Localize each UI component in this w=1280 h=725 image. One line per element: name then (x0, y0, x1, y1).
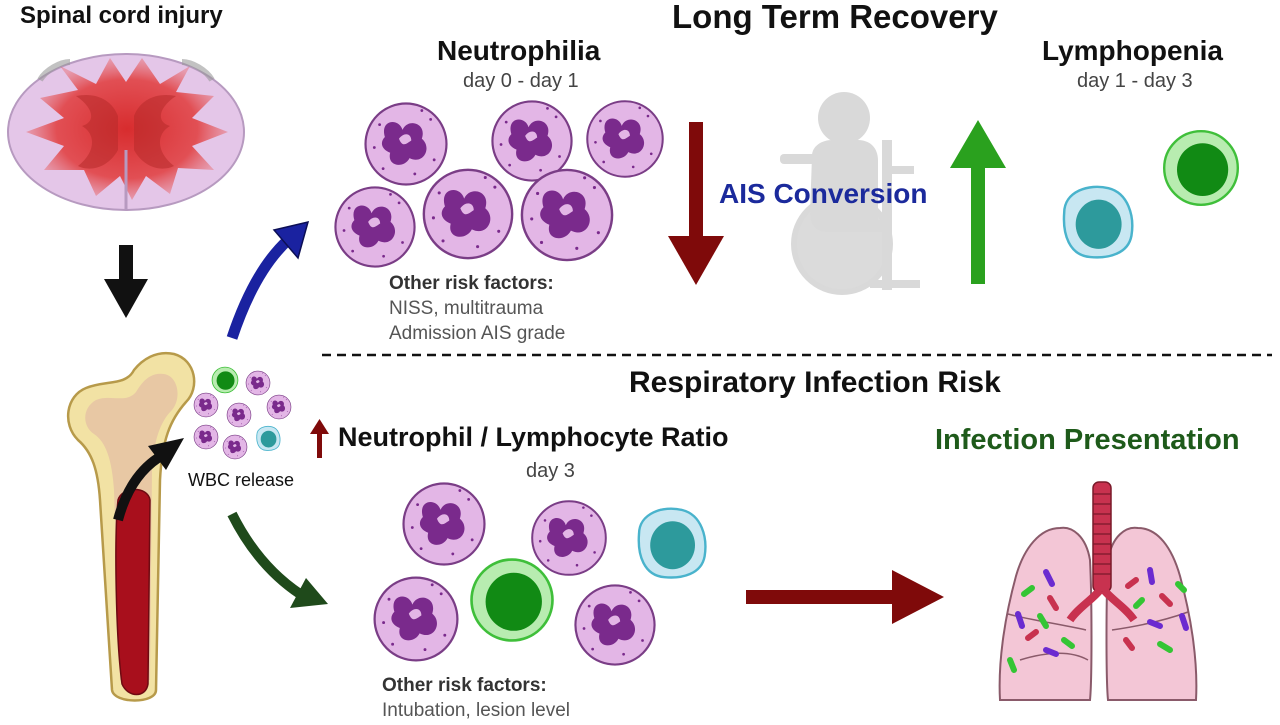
wbc-release-label: WBC release (188, 470, 295, 490)
decrease-arrow (668, 122, 724, 285)
neutrophilia-title: Neutrophilia (437, 35, 601, 66)
darkgreen-curved-arrow (227, 511, 328, 608)
ratio-up-arrow (310, 419, 329, 458)
infection-arrow (746, 570, 944, 624)
risk-factors-heading-bottom: Other risk factors: (382, 675, 547, 696)
wbc-cluster (193, 366, 292, 460)
increase-arrow (950, 120, 1006, 284)
sci-label: Spinal cord injury (20, 2, 223, 29)
lymphopenia-cells (1062, 129, 1240, 259)
blue-curved-arrow (226, 220, 310, 340)
neutrophil-icon (334, 186, 416, 268)
neutrophil-icon (574, 584, 656, 666)
down-arrow-icon (104, 245, 148, 318)
risk-factors-line-1: NISS, multitrauma (389, 298, 544, 319)
bone-marrow-icon (66, 351, 196, 702)
neutrophilia-days: day 0 - day 1 (463, 70, 579, 92)
nlr-title: Neutrophil / Lymphocyte Ratio (338, 422, 729, 452)
neutrophilia-cells (334, 100, 664, 268)
wheelchair-icon (780, 92, 920, 295)
bone-to-wbc-arrow (113, 438, 184, 522)
neutrophil-icon (364, 102, 448, 186)
neutrophil-icon (531, 500, 607, 576)
neutrophil-icon (422, 168, 514, 260)
bacteria-icon (1007, 567, 1189, 673)
neutrophil-icon (402, 482, 486, 566)
lymphocyte-icon (1162, 129, 1240, 207)
lymphopenia-title: Lymphopenia (1042, 35, 1223, 66)
risk-factors-line-2: Admission AIS grade (389, 323, 566, 344)
lymphopenia-days: day 1 - day 3 (1077, 70, 1193, 92)
lymphocyte-icon (1062, 185, 1134, 259)
long-term-title: Long Term Recovery (672, 0, 998, 35)
lungs-icon (998, 481, 1198, 701)
lymphocyte-icon (470, 558, 554, 642)
risk-factors-heading-top: Other risk factors: (389, 273, 554, 294)
lymphocyte-icon (637, 507, 707, 579)
spinal-cord-icon (7, 53, 245, 211)
infection-title: Infection Presentation (935, 424, 1240, 456)
neutrophil-icon (520, 168, 614, 262)
nlr-cells (373, 482, 707, 666)
neutrophil-icon (491, 100, 573, 182)
ais-conversion-label: AIS Conversion (719, 178, 928, 209)
risk-factors-line-3: Intubation, lesion level (382, 700, 571, 721)
neutrophil-icon (586, 100, 664, 178)
neutrophil-icon (373, 576, 459, 662)
nlr-day: day 3 (526, 460, 575, 482)
resp-risk-title: Respiratory Infection Risk (629, 366, 1001, 399)
